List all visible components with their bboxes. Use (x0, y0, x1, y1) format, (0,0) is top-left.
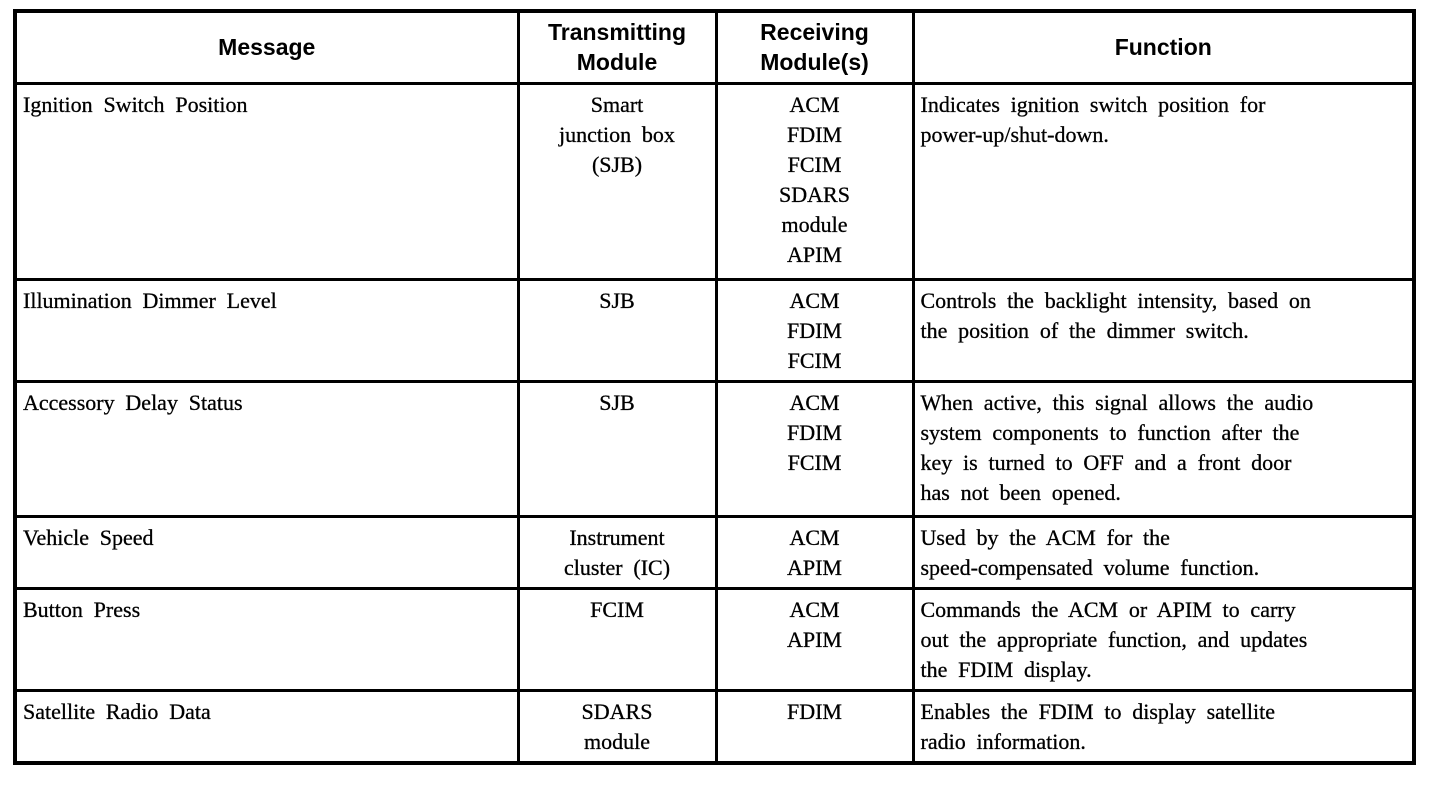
header-message: Message (13, 9, 520, 85)
message-cell: Vehicle Speed (13, 514, 520, 590)
transmitting-module-cell: Instrument cluster (IC) (516, 514, 718, 590)
table-row: Ignition Switch Position Smart junction … (13, 81, 1416, 281)
transmitting-module-cell: SJB (516, 277, 718, 383)
header-function: Function (911, 9, 1416, 85)
message-cell: Satellite Radio Data (13, 688, 520, 764)
receiving-modules-cell: ACM FDIM FCIM SDARS module APIM (714, 81, 915, 281)
transmitting-module-cell: SDARS module (516, 688, 718, 764)
function-cell: Indicates ignition switch position for p… (911, 81, 1416, 281)
receiving-modules-cell: ACM APIM (714, 586, 915, 692)
receiving-modules-cell: ACM FDIM FCIM (714, 277, 915, 383)
message-cell: Accessory Delay Status (13, 379, 520, 518)
header-transmitting-module: Transmitting Module (516, 9, 718, 85)
function-cell: When active, this signal allows the audi… (911, 379, 1416, 518)
table-row: Vehicle Speed Instrument cluster (IC) AC… (13, 514, 1416, 590)
header-receiving-modules: Receiving Module(s) (714, 9, 915, 85)
message-cell: Button Press (13, 586, 520, 692)
function-cell: Enables the FDIM to display satellite ra… (911, 688, 1416, 764)
message-cell: Illumination Dimmer Level (13, 277, 520, 383)
function-cell: Controls the backlight intensity, based … (911, 277, 1416, 383)
table-row: Illumination Dimmer Level SJB ACM FDIM F… (13, 277, 1416, 383)
table-row: Button Press FCIM ACM APIM Commands the … (13, 586, 1416, 692)
transmitting-module-cell: SJB (516, 379, 718, 518)
table-header-row: Message Transmitting Module Receiving Mo… (13, 9, 1416, 85)
receiving-modules-cell: ACM APIM (714, 514, 915, 590)
table-row: Satellite Radio Data SDARS module FDIM E… (13, 688, 1416, 764)
function-cell: Commands the ACM or APIM to carry out th… (911, 586, 1416, 692)
transmitting-module-cell: Smart junction box (SJB) (516, 81, 718, 281)
message-cell: Ignition Switch Position (13, 81, 520, 281)
receiving-modules-cell: FDIM (714, 688, 915, 764)
receiving-modules-cell: ACM FDIM FCIM (714, 379, 915, 518)
module-communication-table: Message Transmitting Module Receiving Mo… (13, 9, 1416, 765)
transmitting-module-cell: FCIM (516, 586, 718, 692)
table-row: Accessory Delay Status SJB ACM FDIM FCIM… (13, 379, 1416, 518)
function-cell: Used by the ACM for the speed-compensate… (911, 514, 1416, 590)
